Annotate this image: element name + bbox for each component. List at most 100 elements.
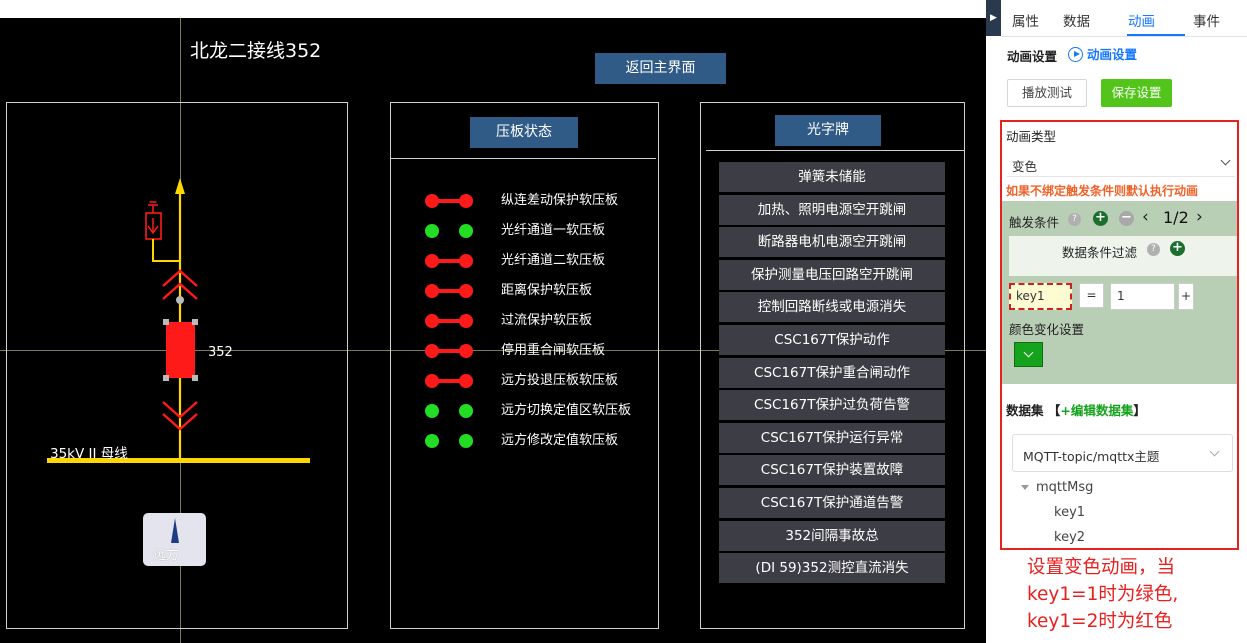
signal-tile[interactable]: CSC167T保护过负荷告警 (719, 390, 945, 421)
signals-list: 弹簧未储能加热、照明电源空开跳闸断路器电机电源空开跳闸保护测量电压回路空开跳闸控… (719, 162, 945, 586)
tree-node-key2[interactable]: key2 (1054, 530, 1086, 545)
plate-closed-icon (425, 254, 473, 268)
plate-row[interactable]: 过流保护软压板 (391, 311, 651, 331)
add-filter-icon[interactable]: + (1170, 241, 1185, 256)
key-field[interactable]: key1 (1009, 283, 1072, 310)
tab-events[interactable]: 事件 (1193, 14, 1220, 30)
annotation-note: 设置变色动画，当 key1=1时为绿色, key1=2时为红色 (1027, 554, 1178, 635)
note-line: 设置变色动画，当 (1027, 557, 1176, 578)
signal-tile[interactable]: 保护测量电压回路空开跳闸 (719, 259, 945, 290)
color-picker-button[interactable] (1014, 342, 1043, 367)
edit-dataset-link[interactable]: +编辑数据集 (1060, 403, 1134, 418)
breaker-label: 352 (208, 345, 233, 360)
plate-closed-icon (425, 374, 473, 388)
help-icon[interactable]: ? (1068, 213, 1081, 226)
signal-tile[interactable]: CSC167T保护装置故障 (719, 455, 945, 486)
bus-bar (47, 458, 310, 463)
dataset-label: 数据集 【+编辑数据集】 (1006, 400, 1146, 419)
tab-data[interactable]: 数据 (1063, 14, 1090, 30)
plate-row[interactable]: 远方切换定值区软压板 (391, 401, 651, 421)
tab-animation[interactable]: 动画 (1128, 14, 1155, 30)
plate-label: 纵连差动保护软压板 (501, 193, 619, 208)
tree-node-key1[interactable]: key1 (1054, 505, 1086, 520)
prev-page-icon[interactable]: ‹ (1142, 207, 1149, 227)
drawing-canvas[interactable]: 北龙二接线352 返回主界面 (0, 0, 986, 643)
diagram-title: 北龙二接线352 (190, 40, 322, 62)
wiring-diagram (47, 178, 310, 463)
next-page-icon[interactable]: › (1196, 207, 1203, 227)
data-filter-box: 数据条件过滤 ? + (1009, 236, 1237, 276)
plate-row[interactable]: 距离保护软压板 (391, 281, 651, 301)
plate-row[interactable]: 纵连差动保护软压板 (391, 191, 651, 211)
home-button[interactable]: 返回主界面 (595, 53, 726, 84)
signal-tile[interactable]: CSC167T保护动作 (719, 324, 945, 355)
compare-value-field[interactable]: 1 (1110, 283, 1175, 310)
plate-open-icon (425, 434, 473, 448)
add-condition-button[interactable]: + (1178, 283, 1194, 310)
remove-trigger-icon[interactable]: − (1119, 211, 1134, 226)
chevron-down-icon (1220, 155, 1231, 166)
bus-label: 35kV II 母线 (50, 446, 128, 462)
highlight-box (1000, 120, 1239, 550)
trigger-label: 触发条件 (1009, 215, 1060, 230)
plate-closed-icon (425, 344, 473, 358)
animation-settings-link[interactable]: 动画设置 (1068, 44, 1137, 63)
plate-label: 远方切换定值区软压板 (501, 403, 632, 418)
breaker-352[interactable] (166, 322, 195, 378)
dataset-label-text: 数据集 (1006, 403, 1044, 418)
signal-tile[interactable]: 弹簧未储能 (719, 162, 945, 192)
properties-panel: ▶ 属性 数据 动画 事件 动画设置 动画设置 播放测试 保存设置 动画类型 变… (986, 0, 1247, 643)
signal-tile[interactable]: 断路器电机电源空开跳闸 (719, 227, 945, 258)
plate-label: 停用重合闸软压板 (501, 343, 606, 358)
signal-tile[interactable]: CSC167T保护运行异常 (719, 422, 945, 453)
dataset-select-value: MQTT-topic/mqttx主题 (1023, 449, 1160, 464)
tree-caret-icon[interactable] (1021, 485, 1029, 490)
plate-label: 距离保护软压板 (501, 283, 593, 298)
plate-row[interactable]: 停用重合闸软压板 (391, 341, 651, 361)
guide-line-horizontal (0, 350, 986, 351)
dataset-bracket-open: 【 (1047, 403, 1061, 418)
tab-properties[interactable]: 属性 (1012, 14, 1039, 30)
signal-tile[interactable]: CSC167T保护重合闸动作 (719, 357, 945, 388)
plate-label: 远方投退压板软压板 (501, 373, 619, 388)
filter-help-icon[interactable]: ? (1147, 243, 1160, 256)
plate-row[interactable]: 光纤通道二软压板 (391, 251, 651, 271)
operator-select[interactable]: = (1079, 283, 1104, 308)
signal-tile[interactable]: 352间隔事故总 (719, 520, 945, 551)
collapse-toggle[interactable]: ▶ (986, 0, 1001, 36)
animation-type-label: 动画类型 (1006, 129, 1057, 144)
plate-row[interactable]: 光纤通道一软压板 (391, 221, 651, 241)
signals-frame: 光字牌 (700, 102, 965, 629)
play-test-button[interactable]: 播放测试 (1007, 79, 1087, 107)
plate-label: 光纤通道二软压板 (501, 253, 606, 268)
wiring-diagram-frame (6, 102, 348, 629)
remote-label: 远方 (153, 548, 180, 563)
plate-label: 过流保护软压板 (501, 313, 593, 328)
line-arrow-icon (175, 178, 185, 194)
add-trigger-icon[interactable]: + (1093, 211, 1108, 226)
plate-closed-icon (425, 314, 473, 328)
plate-closed-icon (425, 194, 473, 208)
signal-tile[interactable]: CSC167T保护通道告警 (719, 487, 945, 518)
save-settings-button[interactable]: 保存设置 (1101, 79, 1172, 107)
canvas-top-strip (0, 0, 986, 18)
trigger-pager: 1/2 (1163, 208, 1189, 227)
remote-switch[interactable]: 远方 (143, 513, 206, 566)
plates-divider (391, 158, 656, 159)
chevron-down-icon (1023, 347, 1034, 358)
animation-type-value: 变色 (1012, 159, 1038, 174)
signal-tile[interactable]: (DI 59)352测控直流消失 (719, 553, 945, 584)
signal-tile[interactable]: 加热、照明电源空开跳闸 (719, 194, 945, 225)
signal-tile[interactable]: 控制回路断线或电源消失 (719, 292, 945, 323)
plate-row[interactable]: 远方修改定值软压板 (391, 431, 651, 451)
tree-root-node[interactable]: mqttMsg (1036, 480, 1094, 495)
plate-open-icon (425, 404, 473, 418)
plate-label: 远方修改定值软压板 (501, 433, 619, 448)
active-tab-indicator (1127, 34, 1185, 36)
plate-row[interactable]: 远方投退压板软压板 (391, 371, 651, 391)
dataset-select[interactable]: MQTT-topic/mqttx主题 (1012, 434, 1233, 472)
trigger-warning: 如果不绑定触发条件则默认执行动画 (1006, 184, 1199, 198)
animation-type-select[interactable]: 变色 (1007, 150, 1235, 177)
panel-tabs: 属性 数据 动画 事件 (1001, 0, 1247, 37)
plate-closed-icon (425, 284, 473, 298)
